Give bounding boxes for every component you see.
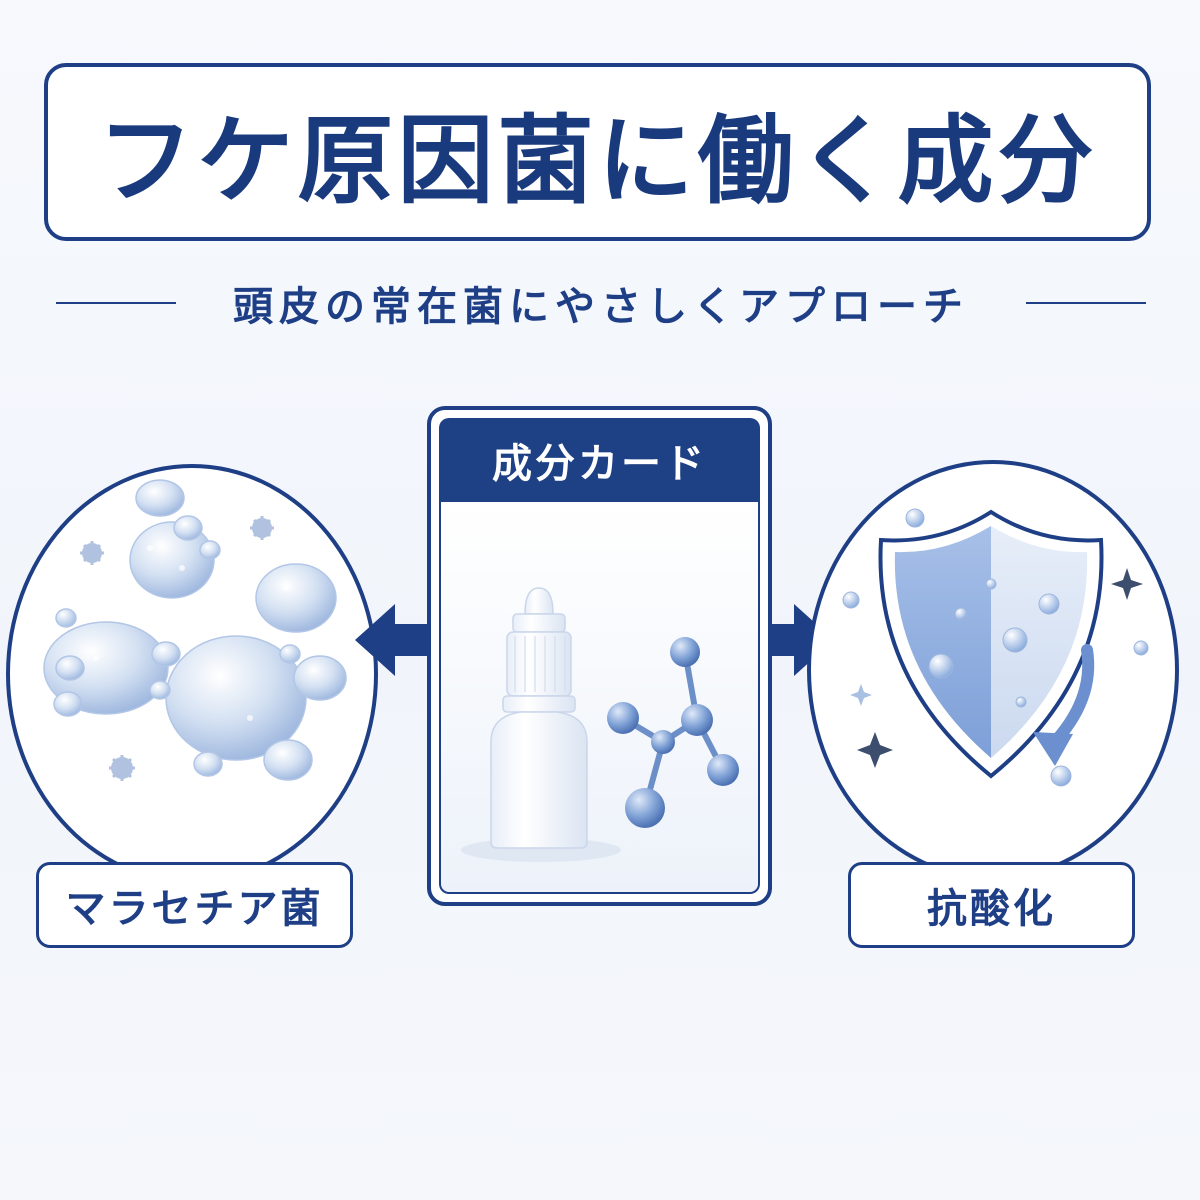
card-illustration (461, 587, 739, 862)
label-box-right: 抗酸化 (848, 862, 1135, 948)
arrow-right-icon (762, 604, 834, 676)
page-title: フケ原因菌に働く成分 (97, 104, 1098, 217)
molecule-icon (607, 637, 739, 828)
ingredient-card: 成分カード (427, 406, 772, 906)
card-body (439, 502, 760, 894)
label-malassezia: マラセチア菌 (65, 886, 324, 932)
label-antioxidant: 抗酸化 (927, 886, 1056, 932)
title-box: フケ原因菌に働く成分 (44, 63, 1151, 241)
card-header: 成分カード (439, 418, 760, 502)
sparkle-icon (857, 568, 1143, 768)
fungus-cells-icon (43, 479, 347, 781)
arrow-left-icon (355, 604, 427, 676)
subtitle: 頭皮の常在菌にやさしくアプローチ (233, 284, 969, 330)
label-box-left: マラセチア菌 (36, 862, 353, 948)
antioxidant-circle (807, 460, 1179, 880)
subtitle-rule-right (1026, 302, 1146, 304)
fungus-circle (6, 464, 378, 884)
shield-icon (842, 508, 1149, 787)
subtitle-row: 頭皮の常在菌にやさしくアプローチ (56, 275, 1146, 331)
dropper-bottle-icon (490, 587, 588, 849)
subtitle-rule-left (56, 302, 176, 304)
card-title: 成分カード (492, 441, 707, 487)
